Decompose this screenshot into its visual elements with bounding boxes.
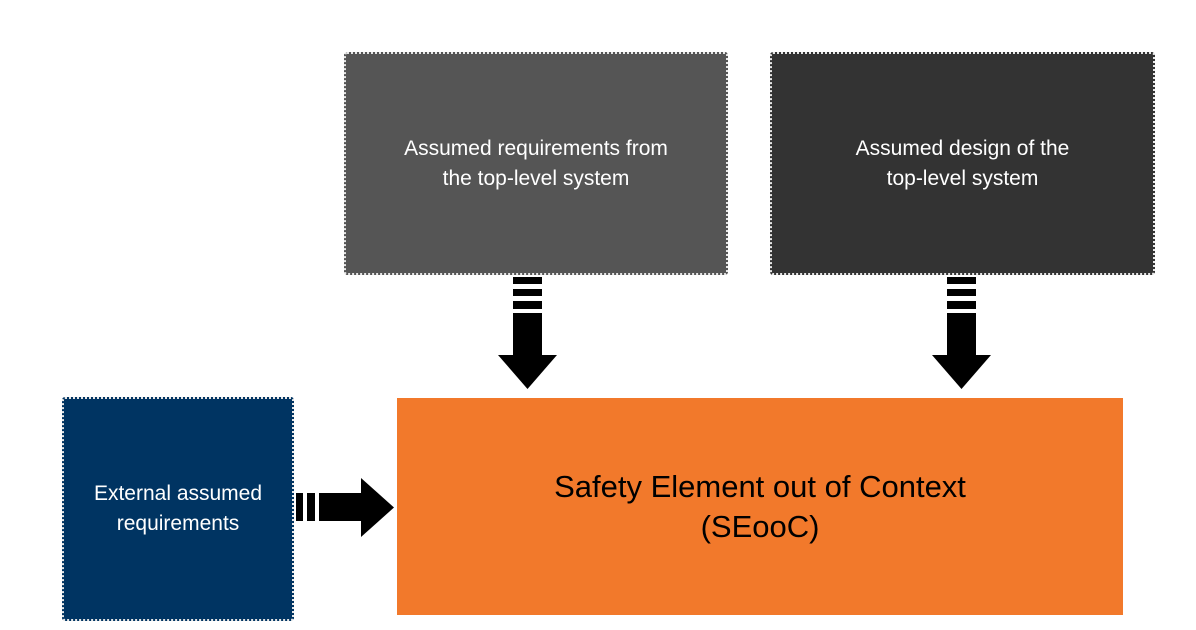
seooc-box: Safety Element out of Context (SEooC) xyxy=(397,398,1123,615)
external-to-seooc-arrow xyxy=(296,478,394,537)
external-requirements-label: External assumed requirements xyxy=(93,482,263,535)
design-to-seooc-arrow xyxy=(932,277,991,389)
assumed-requirements-box: Assumed requirements from the top-level … xyxy=(344,52,728,275)
assumed-design-box: Assumed design of the top-level system xyxy=(770,52,1155,275)
external-requirements-box: External assumed requirements xyxy=(62,397,294,621)
assumed-design-label: Assumed design of the top-level system xyxy=(855,136,1070,190)
assumed-requirements-label: Assumed requirements from the top-level … xyxy=(404,136,668,190)
requirements-to-seooc-arrow xyxy=(498,277,557,389)
seooc-label: Safety Element out of Context (SEooC) xyxy=(554,468,966,544)
